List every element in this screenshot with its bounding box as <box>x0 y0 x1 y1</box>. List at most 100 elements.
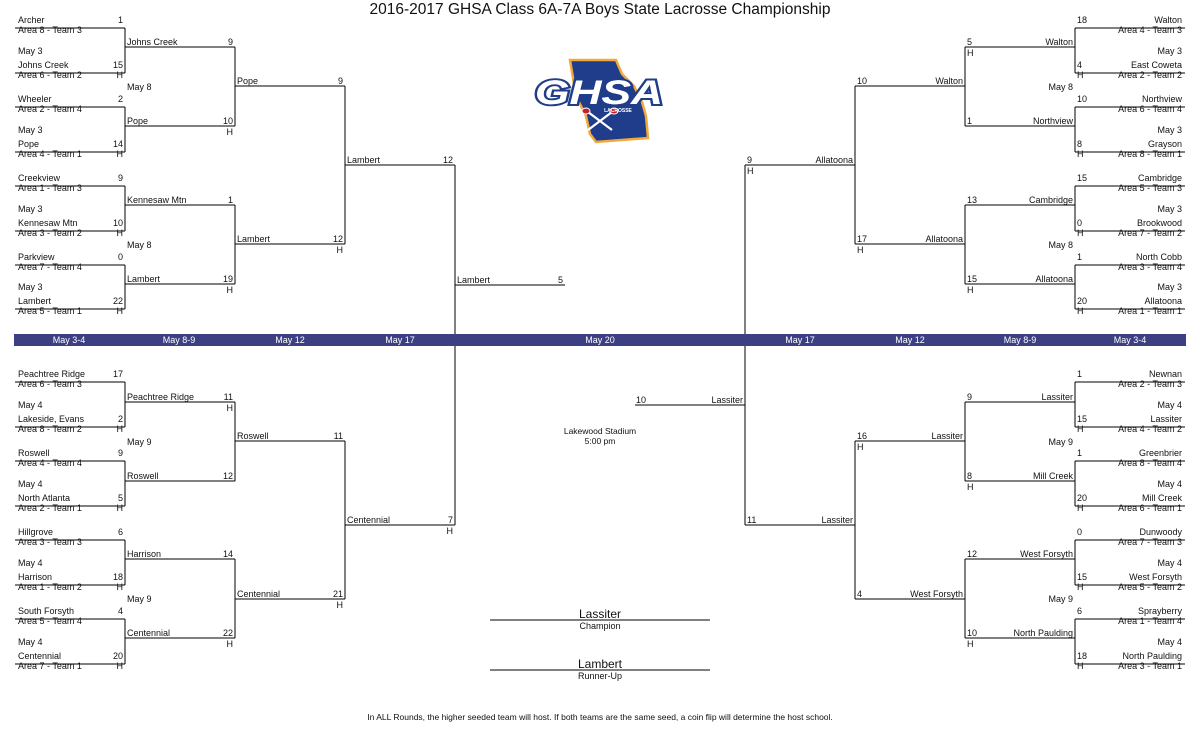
left-r1-game-date: May 3 <box>18 124 43 135</box>
left-r1-team: Kennesaw Mtn <box>18 218 78 228</box>
right-r1-seed: Area 1 - Team 1 <box>1118 306 1182 316</box>
right-r1-team: Mill Creek <box>1141 493 1182 503</box>
right-r1-team: Grayson <box>1147 139 1182 149</box>
left-r1-seed: Area 2 - Team 1 <box>18 503 82 513</box>
left-r3-host-mark: H <box>336 600 344 610</box>
right-r1-seed: Area 2 - Team 3 <box>1118 379 1182 389</box>
right-r1-game-date: May 4 <box>1157 636 1182 647</box>
left-r3-team: Pope <box>237 76 259 86</box>
right-r1-game-date: May 4 <box>1157 399 1182 410</box>
left-r1-host-mark: H <box>116 424 124 434</box>
right-r1-team: North Paulding <box>1122 651 1182 661</box>
logo-text-fill: GHSA <box>535 74 663 112</box>
left-r1-team: Peachtree Ridge <box>18 369 86 379</box>
right-r1-seed: Area 5 - Team 3 <box>1118 183 1182 193</box>
left-r1-seed: Area 8 - Team 3 <box>18 25 82 35</box>
right-r3-score: 16 <box>857 431 868 441</box>
left-r1-seed: Area 6 - Team 3 <box>18 379 82 389</box>
right-r1-host-mark: H <box>1077 661 1084 671</box>
left-r1-score: 0 <box>117 252 123 262</box>
right-r1-seed: Area 3 - Team 4 <box>1118 262 1182 272</box>
right-r2-team: Allatoona <box>1035 274 1073 284</box>
right-r1-host-mark: H <box>1077 503 1084 513</box>
right-r1-score: 15 <box>1077 173 1088 183</box>
right-r1-score: 20 <box>1077 296 1088 306</box>
right-r1-team: Cambridge <box>1137 173 1182 183</box>
right-r1-score: 1 <box>1077 369 1083 379</box>
left-r1-host-mark: H <box>116 70 124 80</box>
right-r3-score: 17 <box>857 234 868 244</box>
right-r1-game-date: May 3 <box>1157 45 1182 56</box>
right-r2-score: 9 <box>967 392 973 402</box>
right-r3-team: West Forsyth <box>910 589 963 599</box>
champion-label: Champion <box>579 621 621 631</box>
right-r2-team: Lassiter <box>1041 392 1073 402</box>
right-r3-score: 10 <box>857 76 868 86</box>
left-r3-host-mark: H <box>336 245 344 255</box>
right-r3-team: Lassiter <box>931 431 963 441</box>
left-r1-seed: Area 7 - Team 4 <box>18 262 82 272</box>
left-r1-team: Pope <box>18 139 40 149</box>
right-r1-score: 15 <box>1077 414 1088 424</box>
right-r1-score: 1 <box>1077 448 1083 458</box>
left-r4-score: 12 <box>442 155 453 165</box>
left-r1-seed: Area 6 - Team 2 <box>18 70 82 80</box>
left-r2-score: 14 <box>222 549 233 559</box>
left-r1-game-date: May 3 <box>18 45 43 56</box>
left-r1-seed: Area 5 - Team 4 <box>18 616 82 626</box>
left-r2-team: Centennial <box>127 628 171 638</box>
final-venue: Lakewood Stadium 5:00 pm <box>540 426 660 446</box>
left-r1-seed: Area 8 - Team 2 <box>18 424 82 434</box>
runner-up-label: Runner-Up <box>577 671 623 681</box>
bar-date-label: May 12 <box>275 335 305 345</box>
left-r1-team: Archer <box>18 15 45 25</box>
bar-date-label: May 20 <box>585 335 615 345</box>
right-r1-team: North Cobb <box>1135 252 1182 262</box>
logo-text: GHSA <box>535 74 663 112</box>
right-r1-game-date: May 3 <box>1157 124 1182 135</box>
right-r3-host-mark: H <box>857 442 864 452</box>
final-left-score: 5 <box>557 275 563 285</box>
logo-subtext: LACROSSE <box>604 108 632 114</box>
left-r1-game-date: May 3 <box>18 203 43 214</box>
left-r2-score: 1 <box>227 195 233 205</box>
left-r1-seed: Area 4 - Team 1 <box>18 149 82 159</box>
left-r2-score: 12 <box>222 471 233 481</box>
left-r2-team: Peachtree Ridge <box>127 392 195 402</box>
right-r2-game-date: May 8 <box>1048 239 1073 250</box>
left-r1-seed: Area 3 - Team 3 <box>18 537 82 547</box>
bar-date-label: May 3-4 <box>52 335 86 345</box>
left-r1-seed: Area 3 - Team 2 <box>18 228 82 238</box>
right-r1-team: Walton <box>1154 15 1182 25</box>
left-r1-host-mark: H <box>116 306 124 316</box>
right-r3-host-mark: H <box>857 245 864 255</box>
left-r1-team: North Atlanta <box>18 493 71 503</box>
left-r1-score: 4 <box>117 606 123 616</box>
right-r2-score: 5 <box>967 37 973 47</box>
left-r2-game-date: May 8 <box>127 239 152 250</box>
left-r3-score: 9 <box>337 76 343 86</box>
left-r1-seed: Area 1 - Team 3 <box>18 183 82 193</box>
right-r1-team: Lassiter <box>1150 414 1182 424</box>
left-r1-score: 15 <box>112 60 123 70</box>
right-r1-score: 18 <box>1077 651 1088 661</box>
bar-date-label: May 17 <box>385 335 415 345</box>
left-r2-host-mark: H <box>226 639 234 649</box>
bar-date-label: May 17 <box>785 335 815 345</box>
right-r1-host-mark: H <box>1077 70 1084 80</box>
left-r2-team: Roswell <box>127 471 159 481</box>
left-r2-game-date: May 9 <box>127 436 152 447</box>
right-r1-seed: Area 4 - Team 3 <box>1118 25 1182 35</box>
right-r1-game-date: May 4 <box>1157 557 1182 568</box>
left-r1-score: 17 <box>112 369 123 379</box>
left-r1-score: 5 <box>117 493 123 503</box>
right-r1-seed: Area 5 - Team 2 <box>1118 582 1182 592</box>
right-r1-team: Newnan <box>1148 369 1182 379</box>
left-r1-host-mark: H <box>116 503 124 513</box>
left-r1-score: 1 <box>117 15 123 25</box>
left-r1-team: Roswell <box>18 448 50 458</box>
venue-time: 5:00 pm <box>584 436 616 446</box>
right-r1-team: West Forsyth <box>1129 572 1182 582</box>
right-r1-seed: Area 6 - Team 1 <box>1118 503 1182 513</box>
